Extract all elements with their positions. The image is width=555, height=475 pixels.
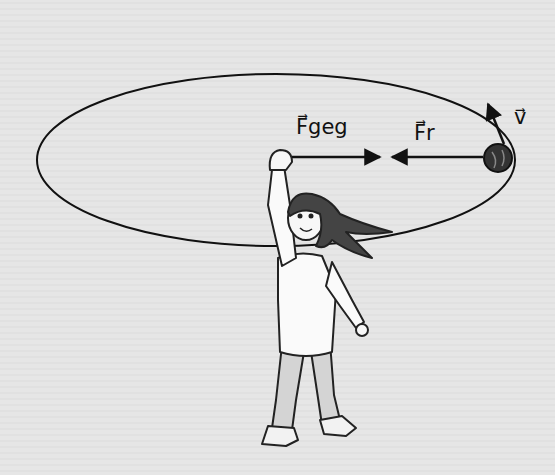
force-arrow [292,156,380,159]
force-label: F⃗r [414,122,435,145]
velocity-arrow [488,104,504,144]
velocity-label: v⃗ [514,106,526,129]
girl-figure [262,150,392,446]
force-arrow [392,156,483,159]
ball-shading [492,150,504,168]
ball [484,144,512,172]
force-label: F⃗geg [296,116,348,139]
